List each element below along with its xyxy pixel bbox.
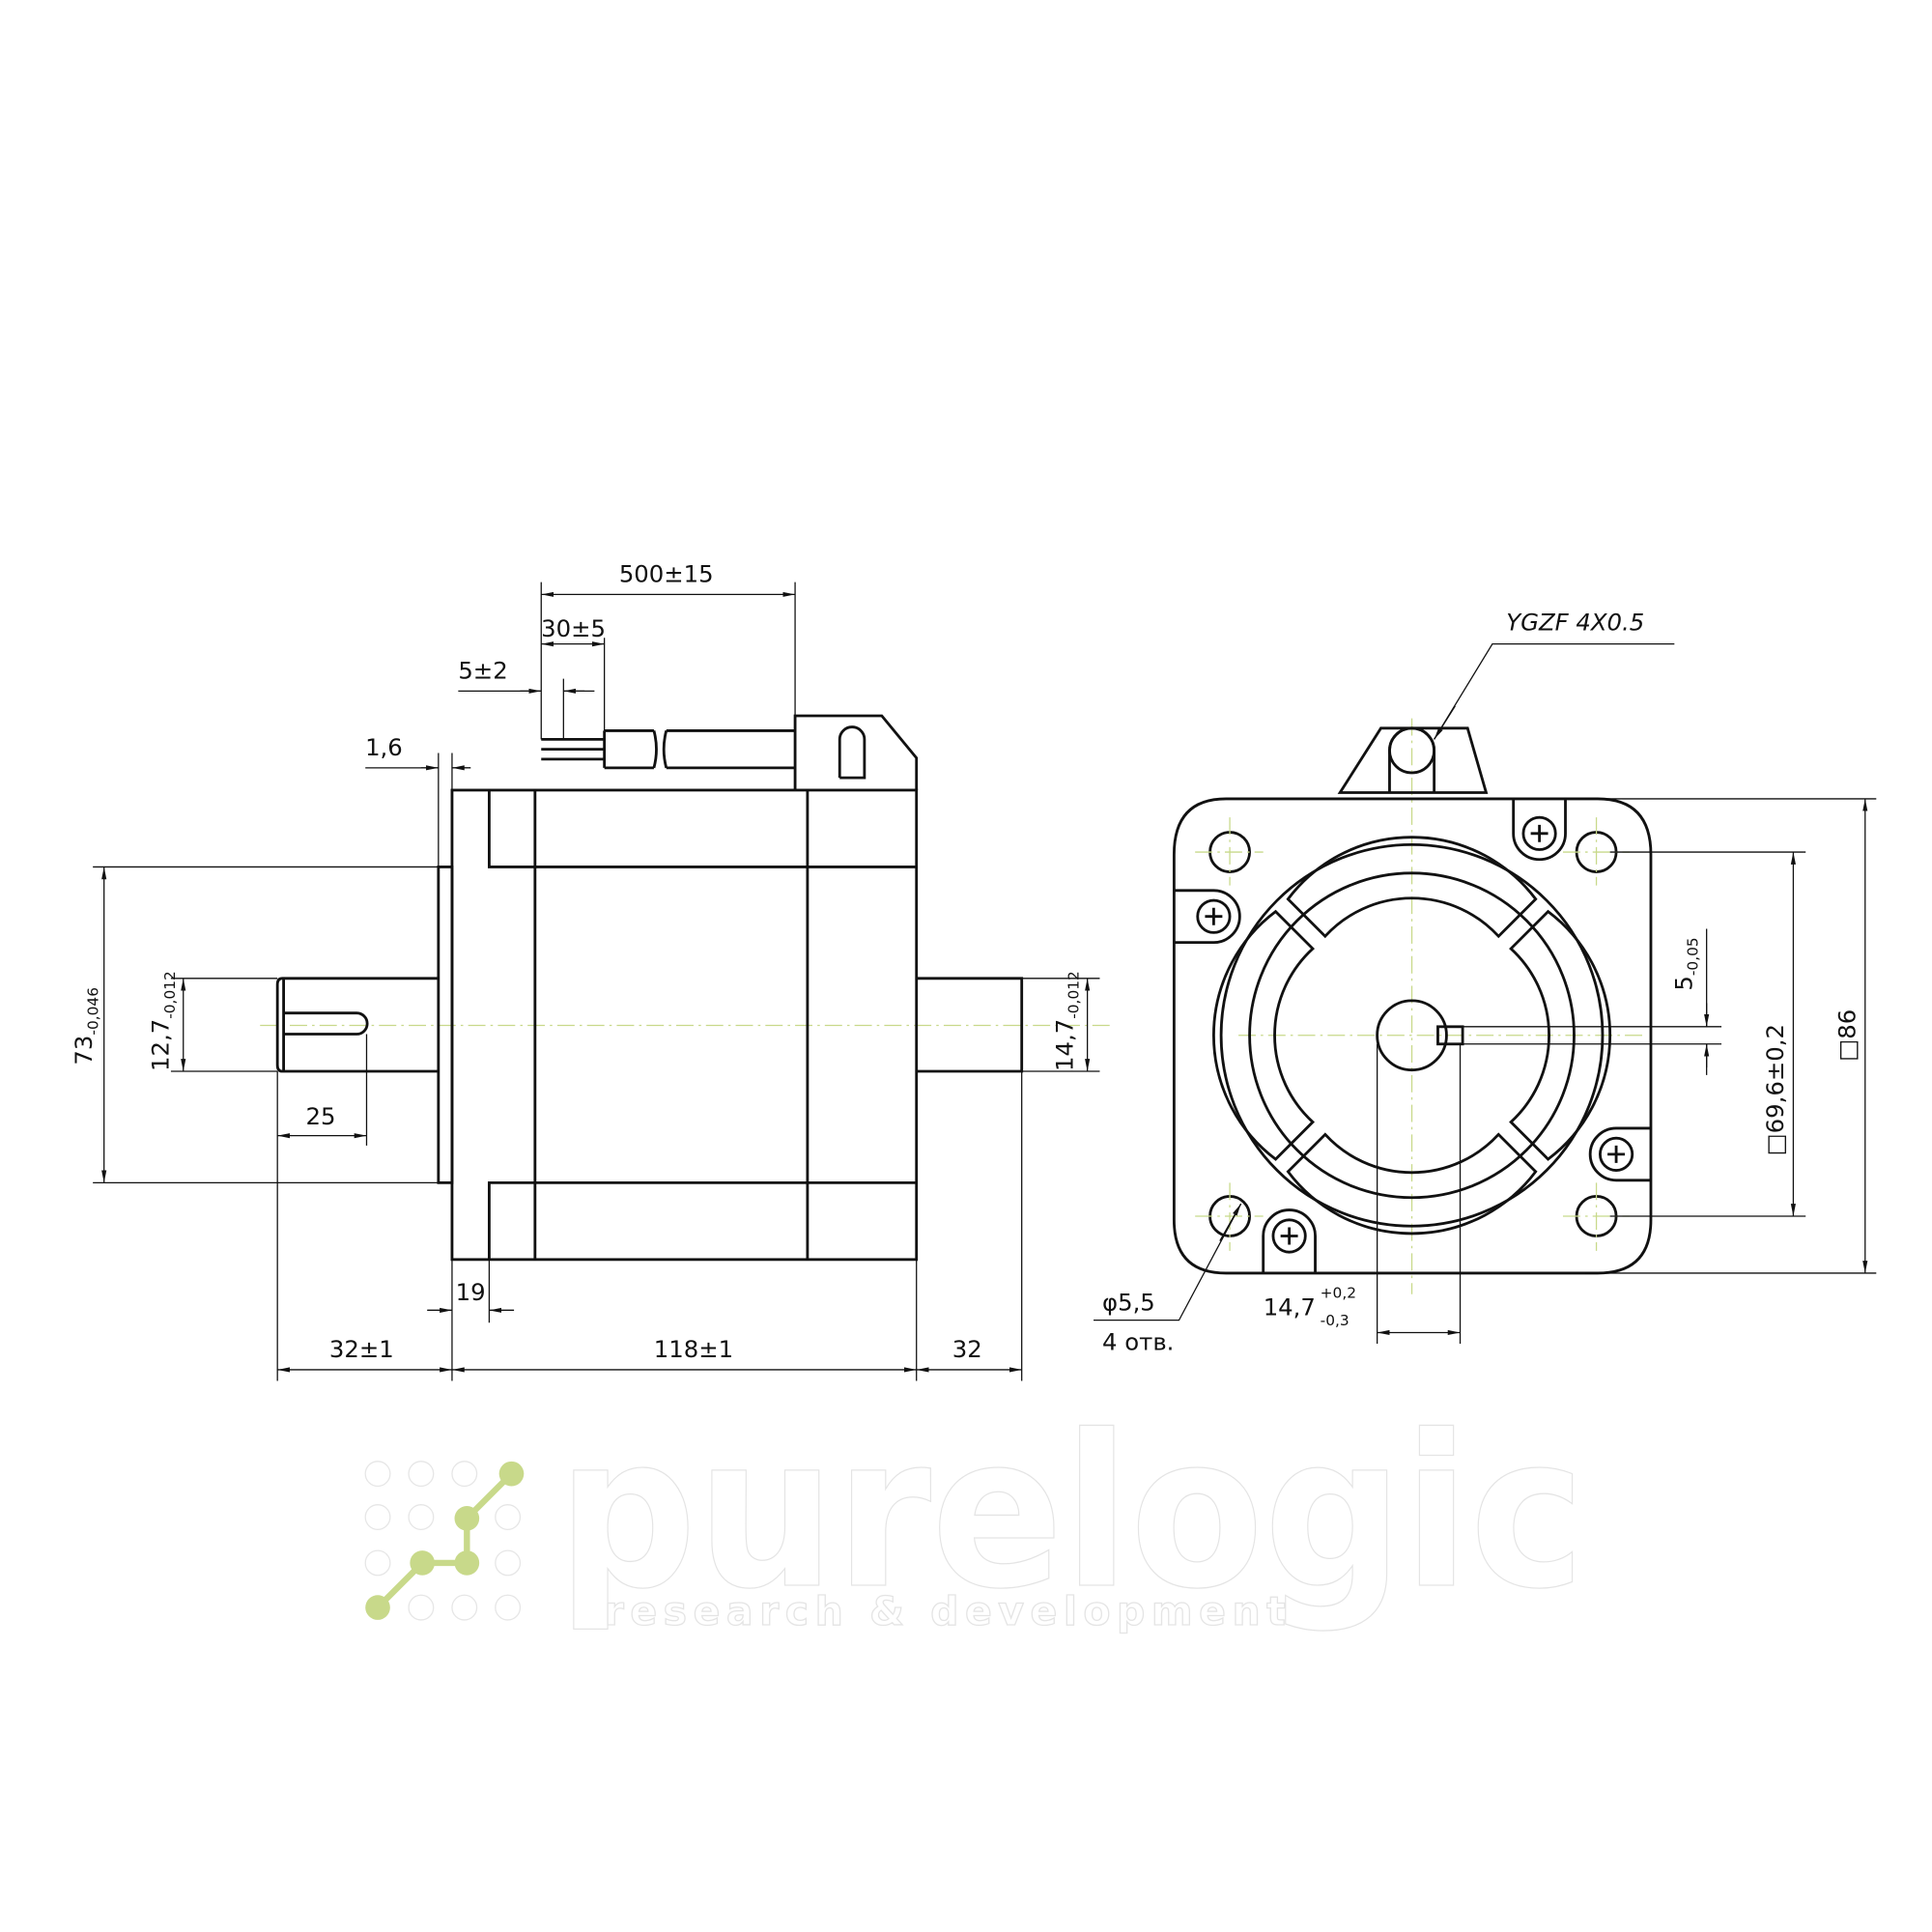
side-view: 500±15 30±5 5±2 1,6 73-0,046 12,7-0,012 … — [70, 560, 1115, 1381]
front-view: YGZF 4X0.5 5-0,05 □69,6±0,2 □86 φ5,5 4 о… — [1094, 609, 1877, 1355]
dim-flange-size: □86 — [1833, 1009, 1861, 1062]
dim-shaft-length: 32±1 — [329, 1335, 394, 1363]
keyway — [282, 978, 369, 1071]
dim-key-offset: 14,7 — [1264, 1293, 1316, 1321]
screw-icon — [1174, 798, 1651, 1273]
watermark-logo: purelogic research & development — [364, 1390, 1586, 1636]
label-cable-gland: YGZF 4X0.5 — [1506, 609, 1644, 637]
dim-body-length: 118±1 — [654, 1335, 733, 1363]
shaft-end — [1376, 999, 1448, 1072]
dim-wire-tip: 5±2 — [458, 657, 507, 685]
dim-rear-shaft-length: 32 — [952, 1335, 982, 1363]
watermark-tagline: research & development — [605, 1588, 1286, 1634]
dim-key-offset-tol-upper: +0,2 — [1321, 1285, 1356, 1302]
front-shaft — [275, 977, 439, 1073]
dim-cable-length: 500±15 — [619, 560, 714, 588]
flange-pilot — [437, 866, 454, 1184]
wires — [541, 737, 605, 761]
dim-pilot-diameter: 73-0,046 — [70, 987, 101, 1065]
dim-wire-strip: 30±5 — [541, 614, 606, 642]
cable — [603, 729, 796, 770]
cable-gland — [1337, 726, 1489, 794]
rear-shaft — [916, 977, 1024, 1073]
dim-key-length: 25 — [306, 1102, 336, 1130]
connector — [793, 714, 919, 790]
shaft-key — [1436, 1025, 1464, 1046]
dim-pilot-depth: 19 — [456, 1278, 486, 1306]
watermark-brand: purelogic — [557, 1391, 1585, 1635]
bearing-ring — [1219, 842, 1605, 1228]
dim-shaft-diameter: 12,7-0,012 — [146, 971, 178, 1071]
dim-key-offset-tol-lower: -0,3 — [1321, 1312, 1350, 1329]
dim-hole-count: 4 отв. — [1102, 1327, 1174, 1355]
dim-hole-diameter: φ5,5 — [1102, 1288, 1155, 1316]
dim-bolt-pitch: □69,6±0,2 — [1761, 1024, 1789, 1155]
spoke-windows — [1212, 836, 1611, 1236]
dim-flange-thickness: 1,6 — [365, 733, 403, 761]
dim-key-width: 5-0,05 — [1669, 937, 1701, 990]
dim-rear-shaft-diameter: 14,7-0,012 — [1050, 971, 1082, 1071]
